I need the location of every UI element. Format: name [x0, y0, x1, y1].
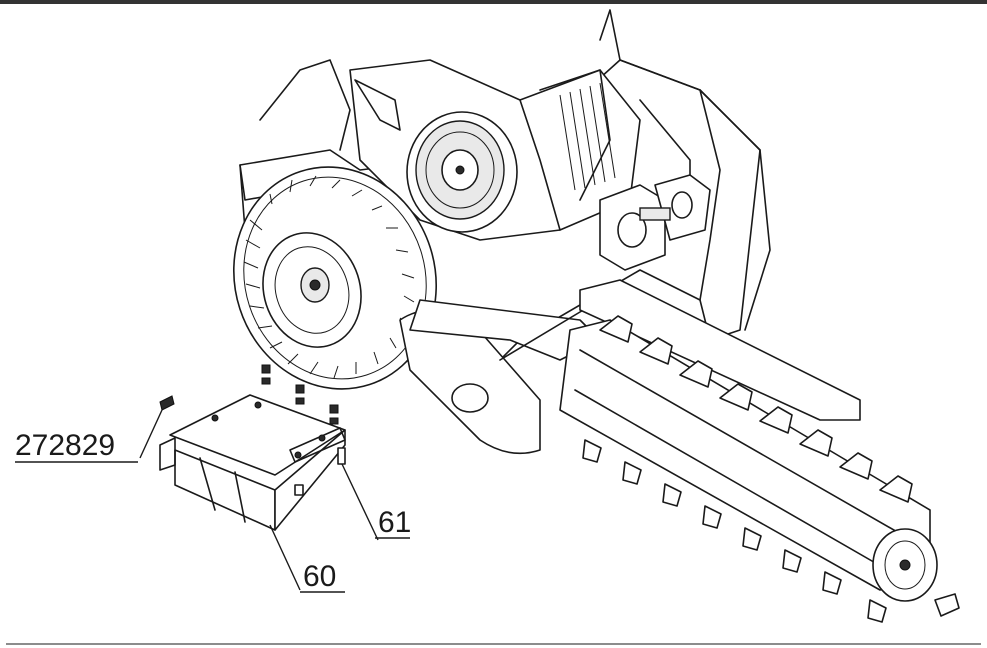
- callout-60: 60: [303, 560, 336, 593]
- crumber-shoe: [399, 299, 606, 455]
- engine-fins: [559, 82, 616, 191]
- callout-61: 61: [378, 506, 411, 539]
- bearing-blocks: [599, 174, 711, 271]
- fasteners: [159, 364, 346, 496]
- leader-lines: [15, 409, 410, 593]
- digging-teeth-upper: [599, 315, 913, 503]
- digging-teeth-lower: [582, 439, 960, 623]
- digging-boom: [559, 279, 938, 602]
- wheel: [232, 166, 438, 390]
- callout-272829: 272829: [15, 429, 115, 462]
- flywheel-fan: [406, 111, 518, 233]
- guard-plate-part-60: [159, 394, 346, 531]
- top-border: [0, 0, 987, 4]
